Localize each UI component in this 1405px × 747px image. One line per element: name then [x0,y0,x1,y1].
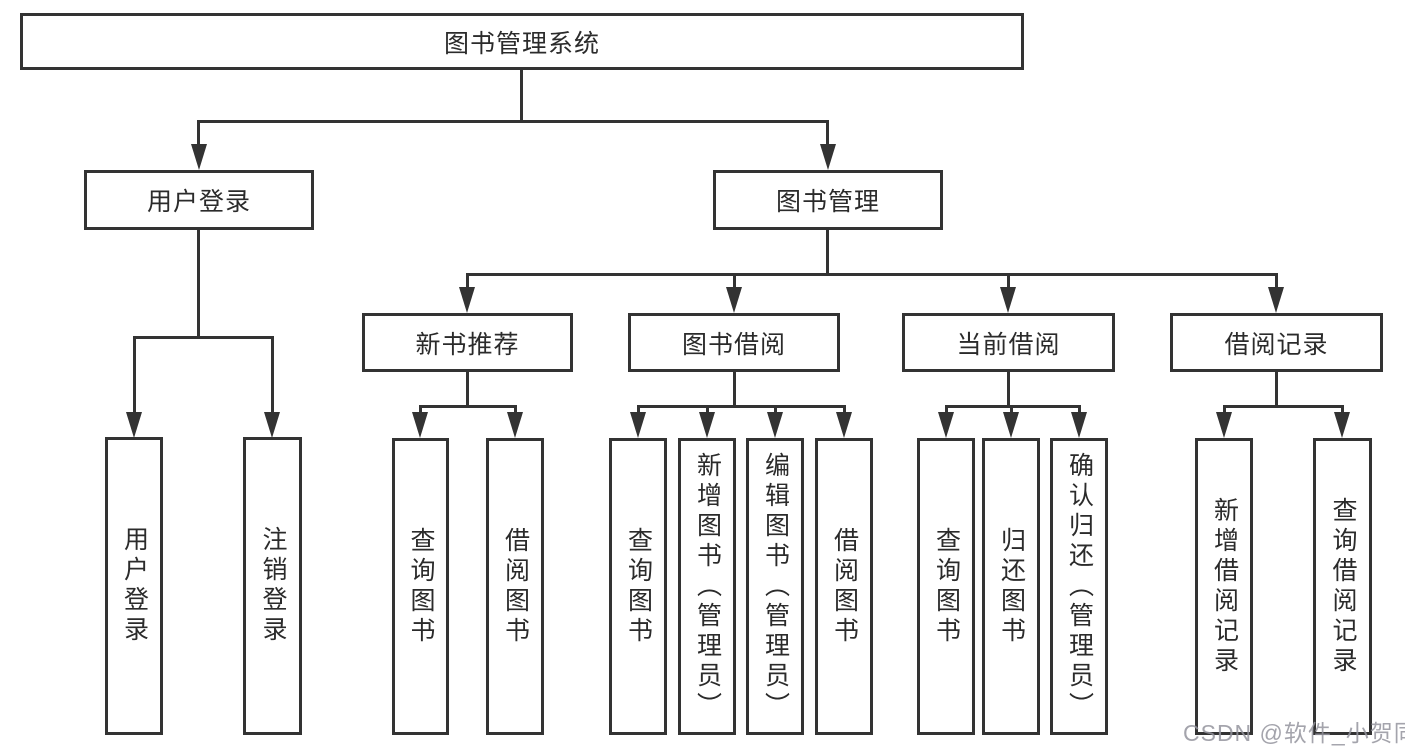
node-label: 注销登录 [259,526,287,646]
arrow-down-icon [630,412,646,438]
arrow-down-icon [820,144,836,170]
connector-line [466,273,469,291]
node-return-book: 归还图书 [982,438,1040,735]
arrow-down-icon [412,412,428,438]
node-query-books-current: 查询图书 [917,438,975,735]
connector-line [843,405,846,417]
node-label: 归还图书 [997,526,1026,647]
connector-line [1010,405,1013,417]
node-label: 确认归还（管理员） [1065,451,1094,722]
node-add-borrow-record: 新增借阅记录 [1195,438,1253,735]
connector-line [826,230,829,276]
node-label: 新增图书（管理员） [693,451,722,722]
node-label: 借阅记录 [1224,330,1329,359]
node-logout: 注销登录 [243,437,302,735]
arrow-down-icon [126,412,142,438]
connector-line [774,405,777,417]
connector-line [419,405,517,408]
connector-line [706,405,709,417]
node-book-borrowing: 图书借阅 [628,313,840,372]
arrow-down-icon [1268,287,1284,313]
node-user-login: 用户登录 [84,170,314,230]
connector-line [197,120,200,150]
connector-line [1341,405,1344,417]
connector-line [197,230,200,339]
connector-line [419,405,422,417]
connector-line [133,336,136,416]
arrow-down-icon [1216,412,1232,438]
arrow-down-icon [836,412,852,438]
node-label: 新增借阅记录 [1210,496,1239,677]
connector-line [466,273,1278,276]
node-borrow-books-recommend: 借阅图书 [486,438,544,735]
node-label: 图书借阅 [681,330,786,359]
csdn-watermark: CSDN @软件_小贺同学 [1183,720,1405,746]
node-query-books-recommend: 查询图书 [392,438,449,735]
node-label: 借阅图书 [830,526,859,647]
node-label: 用户登录 [120,526,149,646]
connector-line [514,405,517,417]
connector-line [1223,405,1226,417]
node-label: 图书管理 [775,188,880,216]
node-current-borrowing: 当前借阅 [902,313,1115,372]
node-query-books-borrowing: 查询图书 [609,438,667,735]
arrow-down-icon [264,412,280,438]
node-label: 用户登录 [146,188,251,216]
node-label: 查询图书 [407,526,435,647]
node-confirm-return-admin: 确认归还（管理员） [1050,438,1108,735]
arrow-down-icon [191,144,207,170]
arrow-down-icon [459,287,475,313]
node-label: 查询借阅记录 [1329,496,1357,677]
connector-line [1275,273,1278,291]
connector-line [945,405,948,417]
node-label: 新书推荐 [415,330,520,359]
node-user-login-action: 用户登录 [105,437,163,735]
arrow-down-icon [1334,412,1350,438]
node-label: 图书管理系统 [443,29,600,58]
connector-line [733,372,736,408]
node-edit-book-admin: 编辑图书（管理员） [746,438,804,735]
connector-line [197,120,829,123]
connector-line [637,405,846,408]
arrow-down-icon [1071,412,1087,438]
connector-line [733,273,736,291]
connector-line [1223,405,1344,408]
node-label: 当前借阅 [956,330,1061,359]
arrow-down-icon [938,412,954,438]
connector-line [1007,372,1010,408]
arrow-down-icon [699,412,715,438]
connector-line [826,120,829,150]
node-query-borrow-record: 查询借阅记录 [1313,438,1372,735]
connector-line [1007,273,1010,291]
connector-line [637,405,640,417]
connector-line [466,372,469,408]
connector-line [133,336,274,339]
arrow-down-icon [507,412,523,438]
arrow-down-icon [1003,412,1019,438]
node-label: 借阅图书 [501,526,530,647]
arrow-down-icon [1000,287,1016,313]
node-add-book-admin: 新增图书（管理员） [678,438,736,735]
node-book-management: 图书管理 [713,170,943,230]
node-book-management-system: 图书管理系统 [20,13,1024,70]
node-label: 查询图书 [624,526,653,647]
connector-line [520,70,523,122]
node-new-book-recommend: 新书推荐 [362,313,573,372]
node-borrow-books: 借阅图书 [815,438,873,735]
connector-line [945,405,1081,408]
node-borrowing-records: 借阅记录 [1170,313,1383,372]
arrow-down-icon [726,287,742,313]
node-label: 查询图书 [932,526,961,647]
node-label: 编辑图书（管理员） [761,451,790,722]
arrow-down-icon [767,412,783,438]
connector-line [1275,372,1278,408]
connector-line [271,336,274,416]
connector-line [1078,405,1081,417]
